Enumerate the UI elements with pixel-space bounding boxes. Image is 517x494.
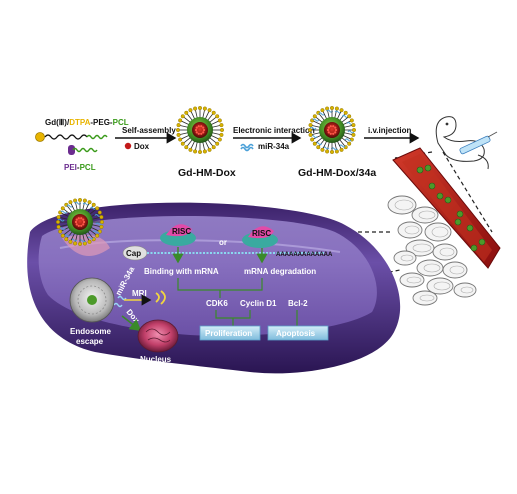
dox-icon (124, 142, 132, 150)
apoptosis-box: Apoptosis (267, 325, 329, 341)
risc-complex-1: RISC (160, 224, 196, 246)
product1-label: Gd-HM-Dox (178, 167, 236, 179)
mri-label: MRI (132, 289, 147, 298)
polymer-gd-dtpa-peg-pcl: Gd(Ⅲ)/DTPA-PEG-PCL (35, 118, 129, 142)
product2-label: Gd-HM-Dox/34a (298, 167, 376, 179)
mri-signal-icon (155, 290, 166, 305)
risc1-label: RISC (172, 227, 191, 236)
poly-a-label: AAAAAAAAAAAAA (276, 252, 333, 258)
mir-34a-icon (240, 143, 254, 152)
binding-label: Binding with mRNA (144, 267, 219, 276)
tissue-cells (387, 195, 477, 306)
degradation-label: mRNA degradation (244, 267, 316, 276)
self-assembly-label: Self-assembly (122, 126, 176, 135)
dox-label: Dox (134, 142, 150, 151)
proliferation-label: Proliferation (205, 329, 252, 338)
risc-complex-2: RISC (242, 226, 278, 248)
nucleus-label: Nucleus (140, 355, 172, 364)
nucleus (137, 319, 179, 353)
nanoparticle-gd-hm-dox-34a (308, 106, 357, 155)
mouse-syringe-icon (435, 116, 498, 170)
nanoparticle-gd-hm-dox (176, 106, 225, 155)
zoom-line-4 (374, 269, 401, 276)
mir34a-strands-icon (113, 295, 127, 308)
proliferation-box: Proliferation (199, 325, 261, 341)
cap-label: Cap (126, 249, 141, 258)
or-label: or (219, 238, 227, 247)
polymer1-label: Gd(Ⅲ)/DTPA-PEG-PCL (45, 118, 129, 127)
injection-label: i.v.injection (368, 126, 412, 135)
nanoparticle-entering-cell (56, 198, 105, 247)
mir-34a-label: miR-34a (258, 142, 290, 151)
apoptosis-label: Apoptosis (276, 329, 316, 338)
bcl2-label: Bcl-2 (288, 299, 308, 308)
electronic-interaction-label: Electronic interaction (233, 126, 315, 135)
polymer-pei-pcl: PEI-PCL (64, 145, 98, 172)
endosome-label-line2: escape (76, 337, 104, 346)
zoom-line-2 (442, 151, 493, 233)
risc2-label: RISC (252, 229, 271, 238)
cyclin-label: Cyclin D1 (240, 299, 277, 308)
endosome-label-line1: Endosome (70, 327, 111, 336)
cdk6-label: CDK6 (206, 299, 228, 308)
mrna-strand: Cap AAAAAAAAAAAAA (122, 245, 333, 261)
blood-vessel (392, 147, 501, 269)
polymer2-label: PEI-PCL (64, 163, 96, 172)
endosome (69, 277, 115, 323)
dox-arrow (121, 315, 142, 331)
